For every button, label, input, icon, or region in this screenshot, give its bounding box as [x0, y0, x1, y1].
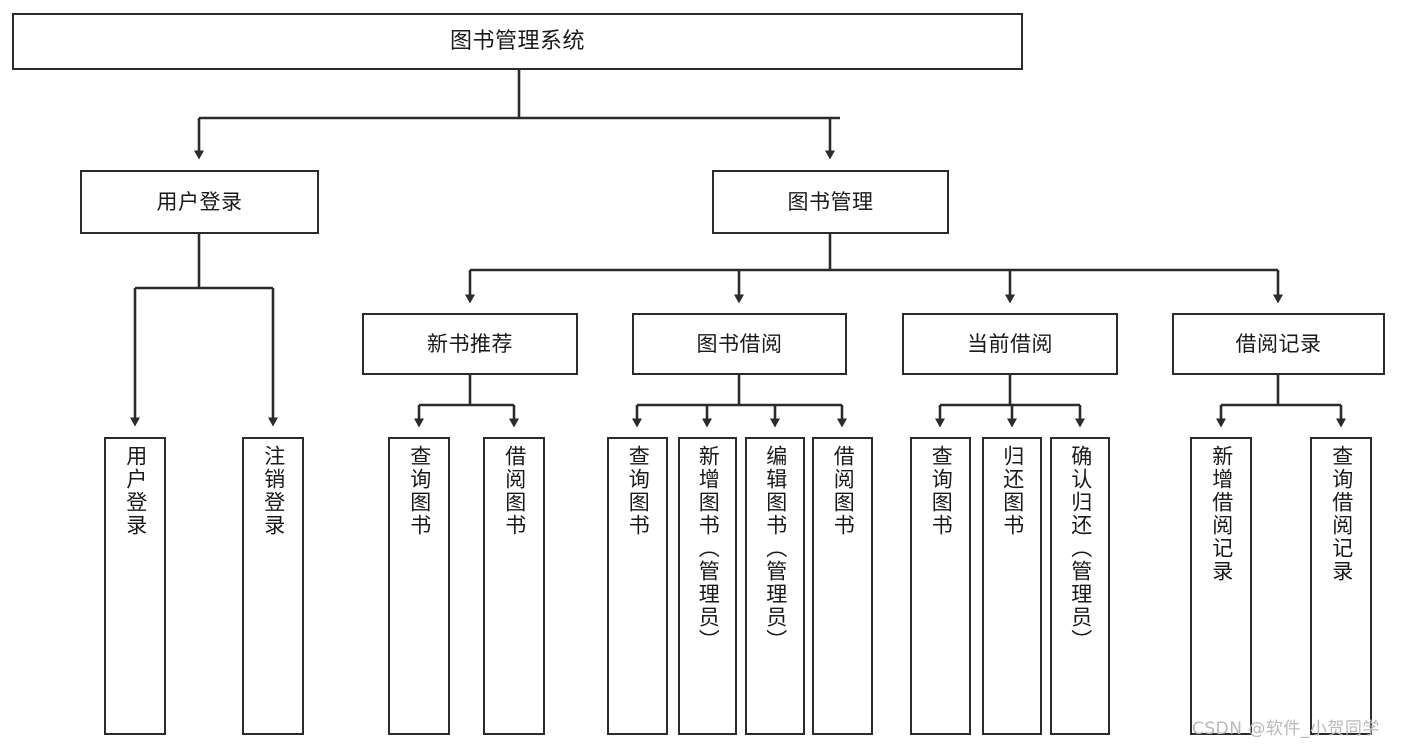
node-borrow-record[interactable]: 借阅记录 — [1172, 313, 1385, 375]
leaf-node-label: 用户登录 — [123, 445, 148, 537]
leaf-node-label: 查询图书 — [407, 445, 432, 537]
node-new-book-recommend[interactable]: 新书推荐 — [362, 313, 578, 375]
node-book-borrow[interactable]: 图书借阅 — [632, 313, 847, 375]
leaf-node[interactable]: 借阅图书 — [812, 437, 873, 735]
leaf-node-label: 确认归还（管理员） — [1068, 445, 1093, 652]
leaf-node-label: 查询图书 — [929, 445, 954, 537]
csdn-watermark: CSDN @软件_小贺同学 — [1192, 719, 1380, 739]
node-book-management[interactable]: 图书管理 — [712, 170, 949, 234]
leaf-node-label: 查询图书 — [626, 445, 651, 537]
leaf-node[interactable]: 查询图书 — [607, 437, 668, 735]
node-current-borrow-label: 当前借阅 — [967, 331, 1053, 356]
leaf-node[interactable]: 查询图书 — [388, 437, 450, 735]
leaf-node[interactable]: 查询图书 — [910, 437, 971, 735]
node-user-login[interactable]: 用户登录 — [80, 170, 319, 234]
leaf-node-label: 编辑图书（管理员） — [763, 445, 788, 652]
node-book-borrow-label: 图书借阅 — [696, 331, 783, 356]
leaf-node-label: 注销登录 — [261, 445, 286, 537]
node-current-borrow[interactable]: 当前借阅 — [902, 313, 1118, 375]
leaf-node[interactable]: 编辑图书（管理员） — [745, 437, 805, 735]
leaf-node[interactable]: 归还图书 — [982, 437, 1042, 735]
leaf-node[interactable]: 新增借阅记录 — [1190, 437, 1252, 735]
leaf-node[interactable]: 用户登录 — [104, 437, 166, 735]
node-root[interactable]: 图书管理系统 — [12, 13, 1023, 70]
leaf-node-label: 查询借阅记录 — [1329, 445, 1354, 583]
node-new-book-recommend-label: 新书推荐 — [427, 331, 513, 356]
leaf-node[interactable]: 确认归还（管理员） — [1050, 437, 1110, 735]
leaf-node-label: 新增图书（管理员） — [696, 445, 721, 652]
node-user-login-label: 用户登录 — [156, 189, 243, 214]
leaf-node[interactable]: 借阅图书 — [483, 437, 545, 735]
leaf-node[interactable]: 新增图书（管理员） — [678, 437, 737, 735]
leaf-node-label: 借阅图书 — [502, 445, 527, 537]
leaf-node-label: 借阅图书 — [831, 445, 856, 537]
leaf-node[interactable]: 注销登录 — [242, 437, 304, 735]
leaf-node-label: 新增借阅记录 — [1209, 445, 1234, 583]
node-root-label: 图书管理系统 — [449, 28, 585, 54]
node-borrow-record-label: 借阅记录 — [1235, 331, 1322, 356]
leaf-node[interactable]: 查询借阅记录 — [1310, 437, 1372, 735]
node-book-management-label: 图书管理 — [787, 189, 874, 214]
leaf-node-label: 归还图书 — [1000, 445, 1025, 537]
